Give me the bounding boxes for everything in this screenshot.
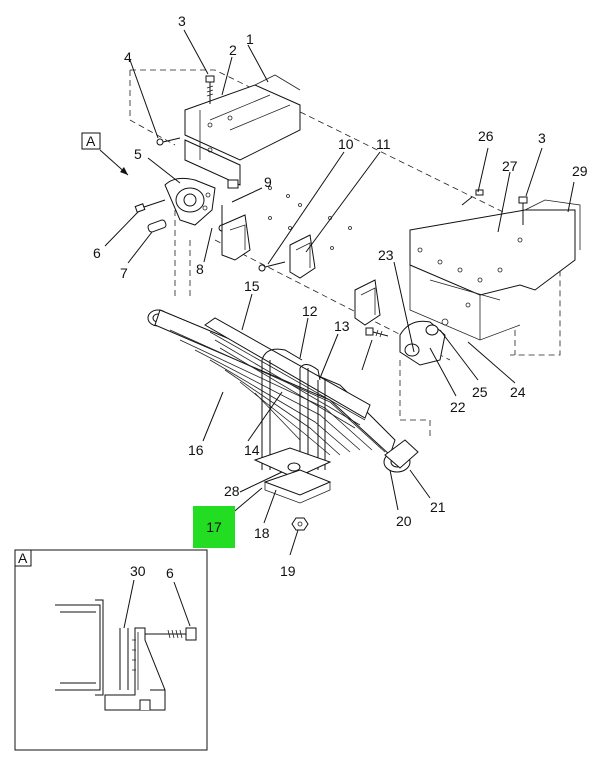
callout-6: 6 [93, 245, 101, 261]
bolt-4 [156, 137, 181, 146]
callout-4: 4 [124, 49, 132, 65]
callout-28: 28 [224, 483, 240, 499]
view-a-label: A [86, 133, 96, 149]
callout-20: 20 [396, 513, 412, 529]
bolt-6 [134, 199, 166, 213]
callout-10: 10 [338, 136, 354, 152]
callout-2: 2 [229, 42, 237, 58]
front-spring-hanger [164, 177, 239, 226]
callout-23: 23 [378, 247, 394, 263]
frame-holes [268, 186, 352, 250]
leader-lines [104, 29, 575, 556]
inset-a-label: A [18, 550, 28, 566]
bolt-26 [461, 189, 484, 206]
callout-15: 15 [244, 278, 260, 294]
callout-3-top: 3 [178, 13, 186, 29]
callout-21: 21 [430, 499, 446, 515]
callout-17[interactable]: 17 [206, 519, 222, 535]
rear-crossmember [409, 199, 581, 341]
bolt-10 [258, 261, 286, 272]
callout-19: 19 [280, 563, 296, 579]
bolt-3-top [205, 75, 215, 104]
crossmember [184, 74, 301, 186]
callout-25: 25 [472, 384, 488, 400]
callout-17-highlight[interactable]: 17 [193, 506, 235, 548]
callout-14: 14 [244, 442, 260, 458]
callout-labels: 1 2 3 4 5 6 7 8 9 10 11 15 12 13 14 16 2… [86, 13, 588, 579]
callout-5: 5 [134, 146, 142, 162]
bolt-3-rear [518, 196, 528, 225]
bolt-31 [365, 327, 389, 338]
callout-3-rear: 3 [538, 130, 546, 146]
callout-30: 30 [130, 563, 146, 579]
callout-1: 1 [246, 31, 254, 47]
callout-9: 9 [264, 174, 272, 190]
nut-19 [291, 517, 309, 531]
callout-8: 8 [196, 261, 204, 277]
callout-6-inset: 6 [166, 565, 174, 581]
callout-24: 24 [510, 384, 526, 400]
callout-18: 18 [254, 525, 270, 541]
pin-7 [147, 219, 167, 233]
bracket-8 [221, 214, 251, 261]
callout-29: 29 [572, 163, 588, 179]
callout-13: 13 [334, 318, 350, 334]
callout-27: 27 [502, 158, 518, 174]
bracket-mid [354, 279, 381, 326]
callout-16: 16 [188, 442, 204, 458]
view-a-indicator [81, 132, 129, 176]
callout-11: 11 [376, 136, 391, 152]
callout-22: 22 [450, 399, 466, 415]
callout-12: 12 [302, 303, 318, 319]
axle-seat [253, 447, 332, 504]
bracket-11 [289, 234, 316, 279]
callout-26: 26 [478, 128, 494, 144]
callout-7: 7 [120, 265, 128, 281]
inset-view-a: A 30 6 [14, 549, 208, 751]
